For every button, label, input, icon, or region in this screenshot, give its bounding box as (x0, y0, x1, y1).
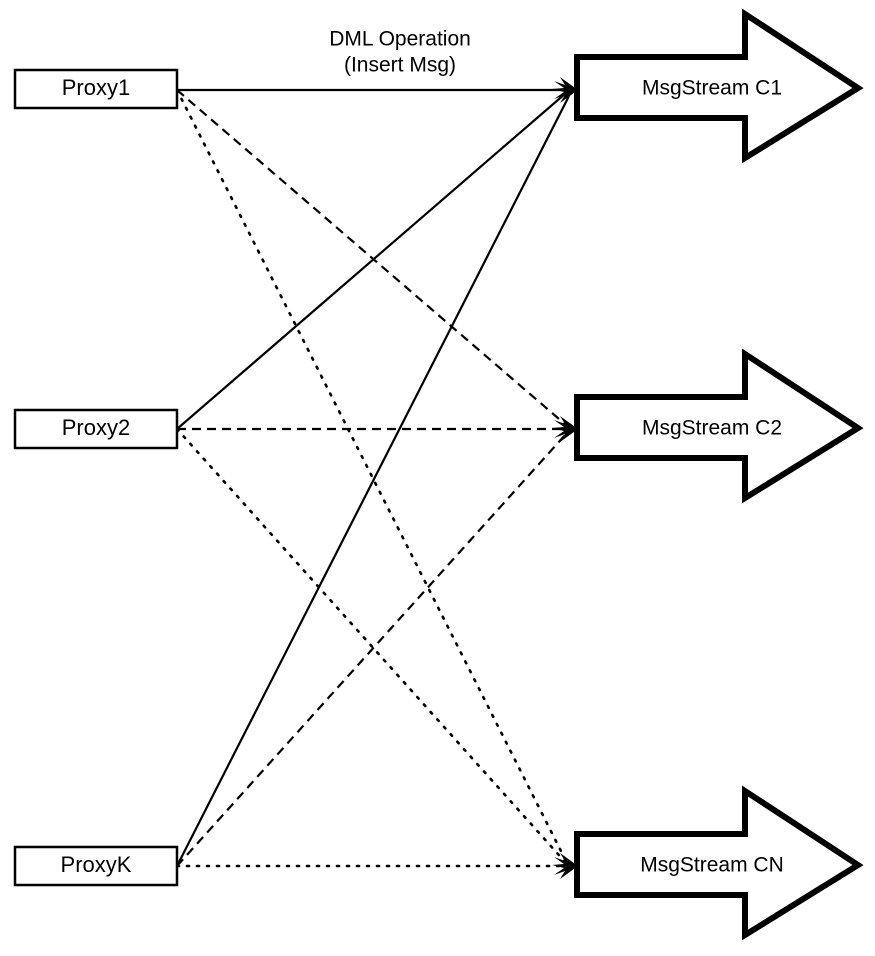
msgstream-arrow-shape[interactable] (574, 348, 864, 504)
edge-proxy1-to-stream_c2 (176, 89, 567, 426)
arrowhead-icon (552, 416, 578, 442)
msgstream-node-stream_c2[interactable]: MsgStream C2 (574, 348, 864, 504)
edge-proxy2-to-stream_cn (175, 427, 568, 865)
proxy-node-proxy1[interactable]: Proxy1 (13, 68, 179, 110)
msgstream-label: MsgStream CN (640, 854, 784, 877)
msgstream-node-stream_c1[interactable]: MsgStream C1 (574, 8, 864, 164)
proxy-box[interactable] (13, 408, 179, 450)
edges-layer (175, 88, 570, 868)
msgstream-nodes-layer: MsgStream C1 MsgStream C2 MsgStream CN (574, 8, 864, 941)
edge-caption-line2: (Insert Msg) (344, 54, 456, 77)
msgstream-arrow-shape[interactable] (574, 8, 864, 164)
edge-proxyk-to-stream_c2 (176, 433, 567, 867)
arrowhead-icon (552, 77, 578, 103)
arrowhead-icon (552, 853, 578, 879)
proxy-label: ProxyK (61, 852, 132, 877)
proxy-box[interactable] (13, 845, 179, 887)
edge-proxyk-to-stream_c1 (176, 95, 570, 867)
proxy-box[interactable] (13, 68, 179, 110)
proxy-node-proxy2[interactable]: Proxy2 (13, 408, 179, 450)
msgstream-label: MsgStream C2 (642, 417, 782, 440)
edge-caption-line1: DML Operation (329, 28, 471, 51)
proxy-label: Proxy2 (62, 415, 130, 440)
edge-proxy1-to-stream_cn (175, 88, 568, 863)
msgstream-label: MsgStream C1 (642, 77, 782, 100)
msgstream-arrow-shape[interactable] (574, 785, 864, 941)
arrowheads-layer (552, 77, 578, 879)
edge-caption-group: DML Operation (Insert Msg) (329, 28, 471, 77)
proxy-label: Proxy1 (62, 75, 130, 100)
proxy-node-proxyk[interactable]: ProxyK (13, 845, 179, 887)
msgstream-node-stream_cn[interactable]: MsgStream CN (574, 785, 864, 941)
edge-proxy2-to-stream_c1 (176, 92, 567, 430)
